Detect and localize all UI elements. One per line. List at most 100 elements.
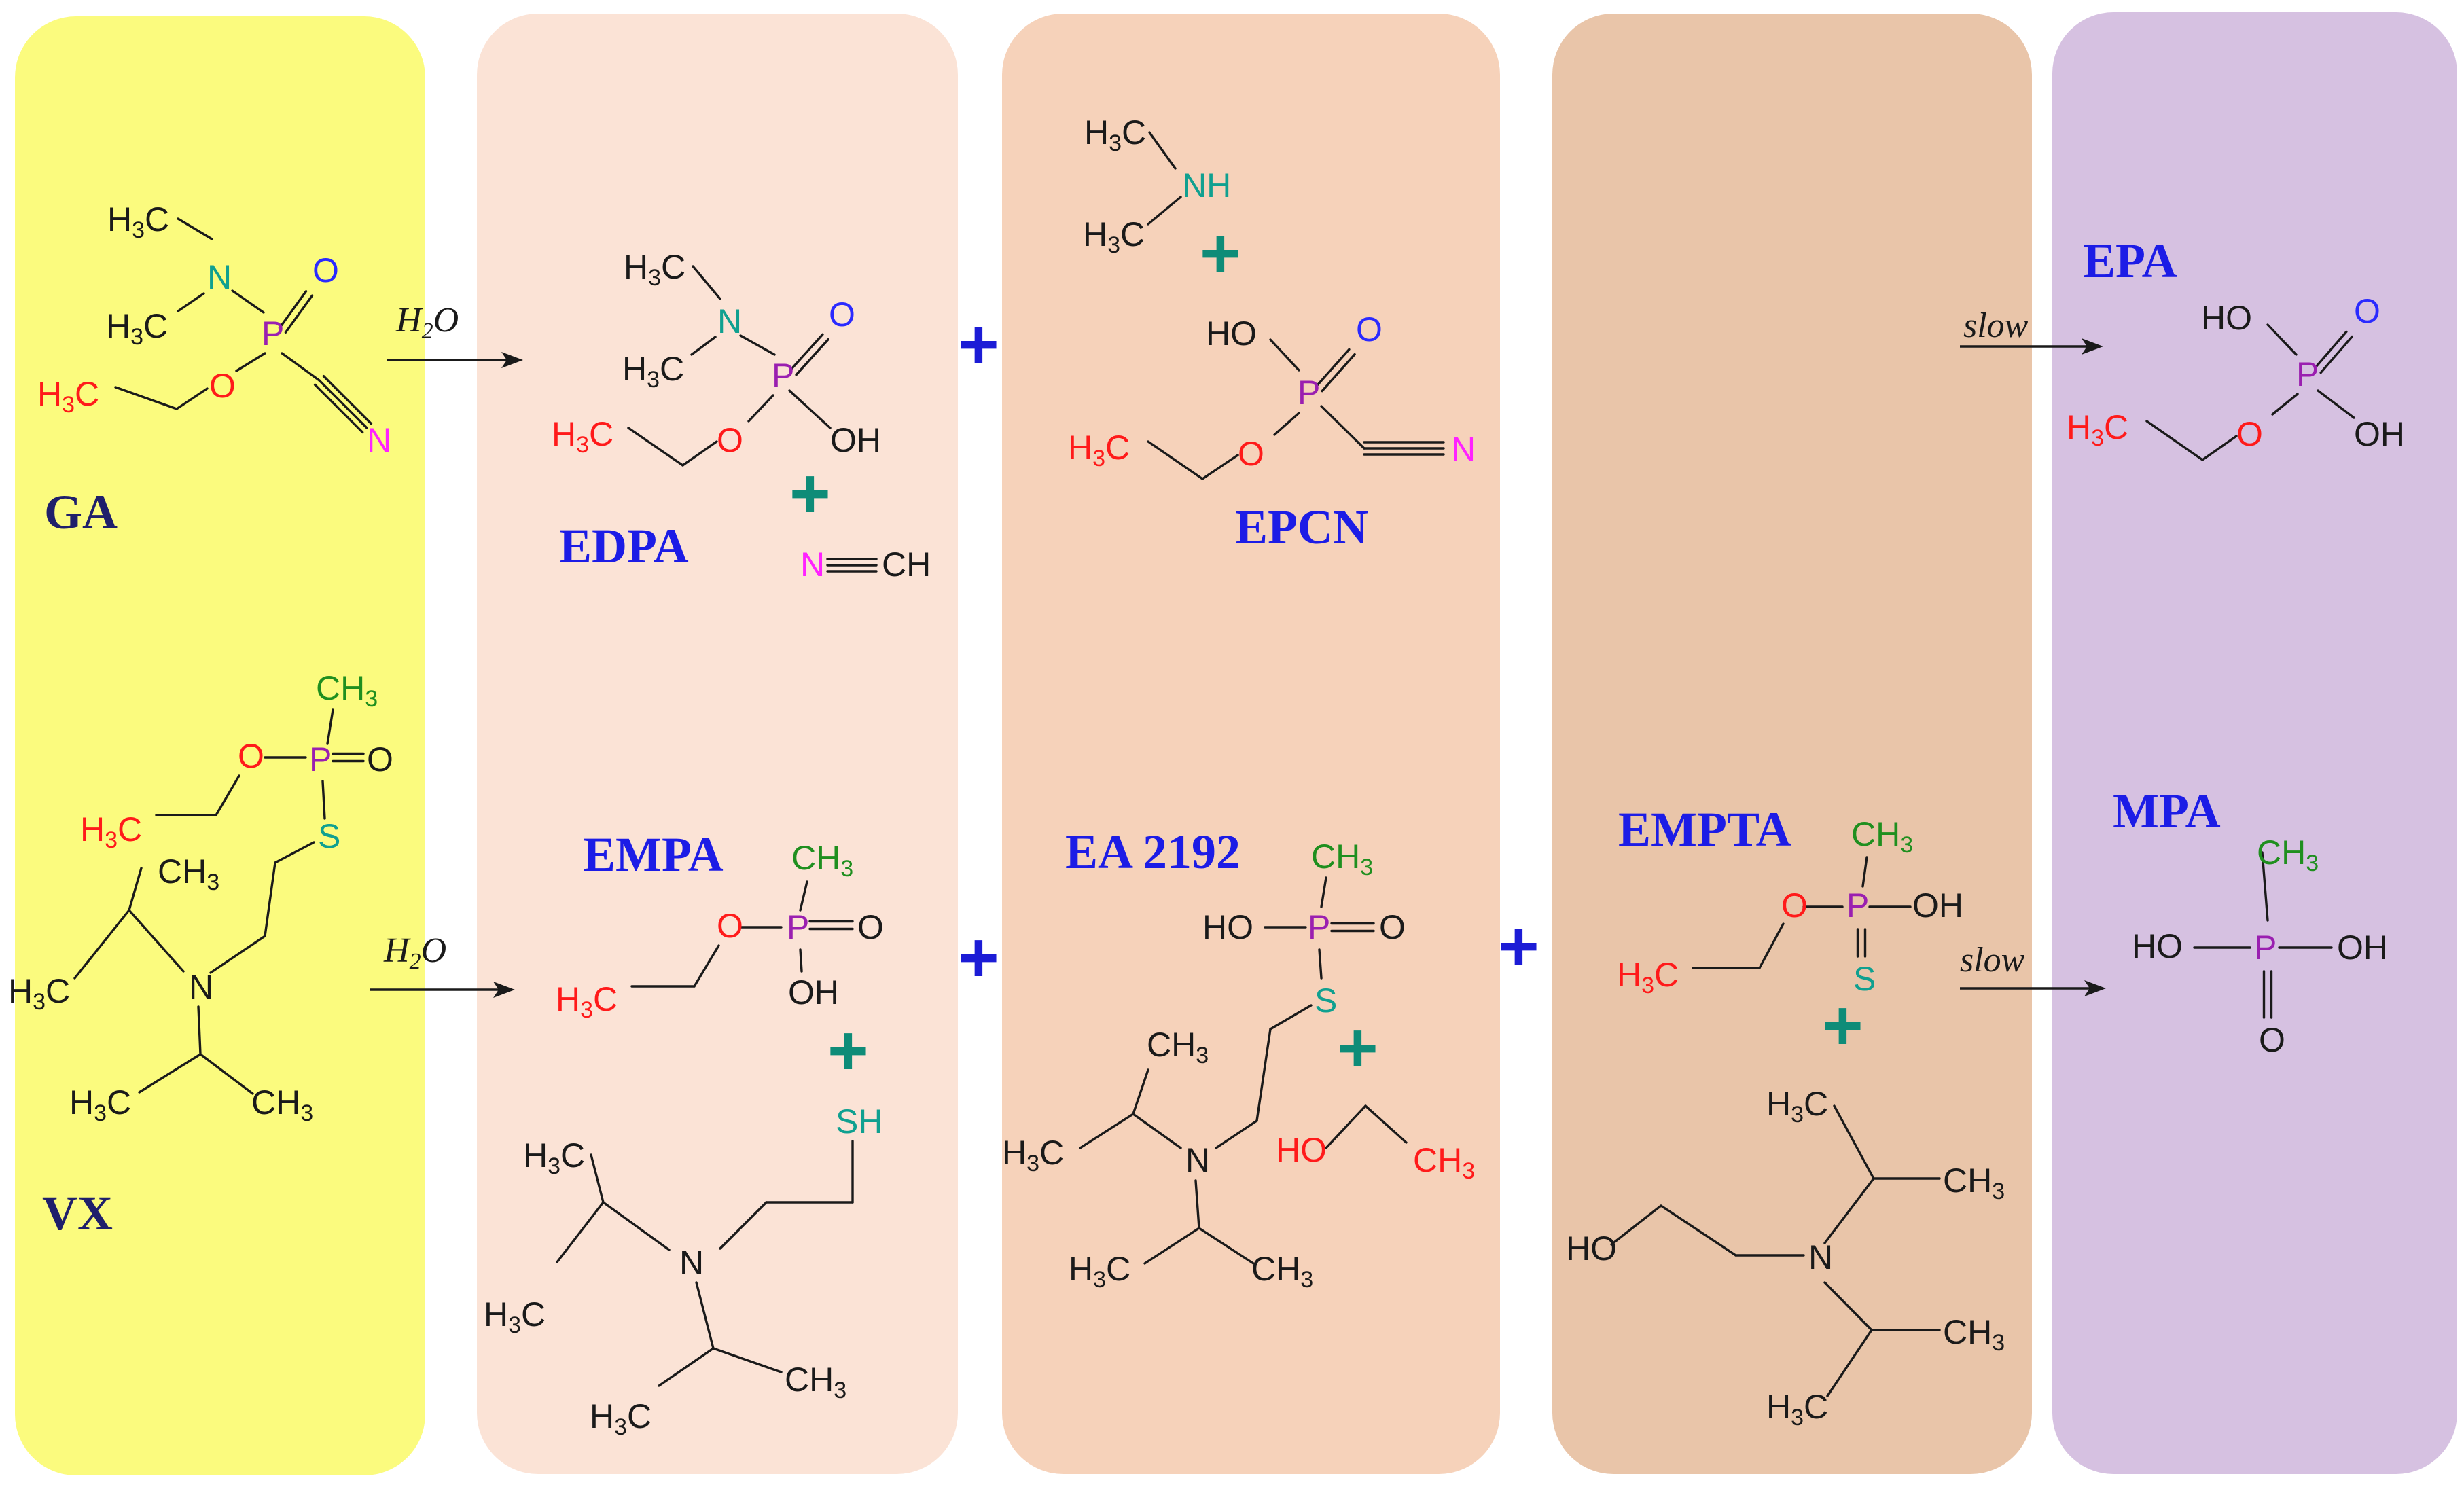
bond [1321,353,1356,393]
epcn-ester-oxygen: O [1238,435,1264,473]
epa-hydroxyl-2: OH [2354,415,2405,453]
vx-oxo: O [367,740,393,778]
panel-final-products [2052,12,2457,1474]
label-epa: EPA [2083,234,2177,288]
hcn-nitrogen: N [800,545,825,583]
epa-hydroxyl-1: HO [2201,299,2252,337]
edpa-methyl-1: H3C [624,248,685,291]
bond [138,1053,202,1094]
edpa-hydroxyl: OH [830,421,881,459]
bond [1833,1104,1875,1180]
bond [1315,348,1351,388]
ea2192-sulfur: S [1315,982,1337,1020]
bond [1823,1177,1875,1244]
edpa-ethyl: H3C [552,415,613,458]
panel-secondary-products [1002,14,1500,1474]
bond [1269,338,1300,372]
bond [1198,1227,1255,1265]
epcn-oxo: O [1356,310,1382,348]
aminoethanol-isopropyl-2-ch3: CH3 [1943,1313,2005,1356]
bond [128,867,143,912]
label-epcn: EPCN [1235,500,1368,554]
epa-phosphorus: P [2296,355,2319,393]
label-empta: EMPTA [1618,802,1791,857]
epcn-ethyl: H3C [1068,429,1130,471]
bond [1079,1113,1135,1149]
bond [1215,1119,1258,1149]
label-empa: EMPA [583,827,724,882]
label-ea2192: EA 2192 [1065,825,1240,879]
vx-ester-oxygen: O [238,737,264,775]
bond [322,374,373,425]
edpa-methyl-2: H3C [622,350,684,393]
ethanol-hydroxyl: HO [1276,1131,1327,1169]
bond [2271,393,2299,416]
bond [1273,412,1300,436]
label-vx: VX [42,1186,113,1240]
ea2192-isopropyl-2-h3c: H3C [1069,1250,1130,1293]
bond [692,265,721,300]
reaction-conditions: H2O H2O slow slow [383,301,2029,980]
bond [274,841,315,864]
bond [1861,856,1868,888]
vx-sulfur: S [318,817,340,855]
ga-methyl-2: H3C [106,307,168,350]
bond [2266,323,2298,356]
edpa-phosphorus: P [772,357,794,395]
bond [2201,435,2238,461]
vx-isopropyl-2-ch3: CH3 [251,1083,313,1126]
bond [326,708,334,745]
bond [602,1201,671,1251]
bond [1660,1204,1737,1257]
condition-water-ga: H2O [395,301,459,344]
bond [1823,1281,1873,1331]
panel-primary-products [477,14,958,1474]
empa-phosphorus: P [787,908,809,946]
label-edpa: EDPA [559,519,689,573]
bond [1132,1113,1182,1149]
label-mpa: MPA [2113,784,2221,838]
bond [1255,1028,1272,1122]
bond [789,333,824,372]
bond [114,386,178,410]
bond [2261,851,2269,922]
plus-ea2192-ethanol: + [1337,1009,1378,1088]
ea2192-isopropyl-2-ch3: CH3 [1251,1250,1313,1293]
mpa-methyl: CH3 [2257,833,2319,876]
thiol-isopropyl-1-h3c: H3C [523,1136,585,1179]
arrowhead-ga [501,352,523,368]
compound-labels: GA VX EDPA EPCN EPA EMPA EA 2192 EMPTA M… [42,234,2221,1240]
empa-ester-oxygen: O [717,907,743,945]
bond [658,1347,715,1387]
dma-nh: NH [1182,166,1231,204]
bond [199,1053,254,1095]
bond [1147,196,1182,226]
epa-oxo: O [2354,292,2380,330]
bond [695,1281,715,1350]
empa-oxo: O [857,908,884,946]
epa-ethyl: H3C [2067,408,2128,451]
bond [1318,948,1323,980]
bond [1269,1004,1313,1030]
bond-lines [73,131,2355,1397]
bond [177,217,213,240]
plus-ea2192-empta: + [1498,907,1539,986]
ga-ethyl: H3C [37,375,99,418]
bond [2317,389,2355,419]
bond [1320,405,1365,450]
edpa-oxo: O [829,295,855,334]
aminoethanol-isopropyl-2-h3c: H3C [1766,1388,1828,1431]
bond [278,290,308,329]
bond [235,352,266,372]
arrowhead-vx [493,982,515,998]
ea2192-oxo: O [1379,908,1406,946]
ga-nitrogen: N [207,258,232,296]
arrowhead-epa [2082,338,2103,355]
ea2192-methyl: CH3 [1311,838,1373,880]
empa-ethyl: H3C [556,980,618,1023]
empa-hydroxyl: OH [788,973,839,1011]
edpa-ester-oxygen: O [717,421,743,459]
ea2192-isopropyl-1-ch3: CH3 [1147,1026,1209,1068]
panel-backgrounds [15,12,2457,1475]
bond [747,394,774,423]
